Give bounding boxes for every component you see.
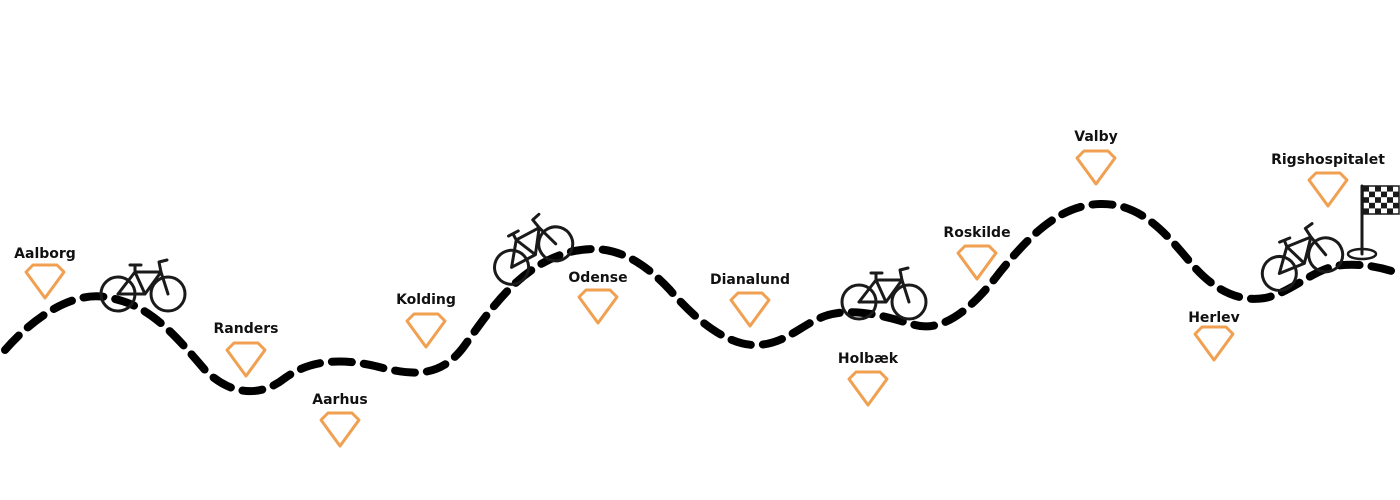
location-marker-icon — [1193, 325, 1235, 362]
stop-label-aarhus: Aarhus — [312, 392, 367, 408]
stop-label-dianalund: Dianalund — [710, 272, 790, 288]
location-marker-icon — [847, 370, 889, 407]
route-path — [1, 199, 1400, 396]
stop-label-valby: Valby — [1074, 129, 1117, 145]
bicycle-icon — [99, 258, 187, 313]
stop-label-roskilde: Roskilde — [943, 225, 1010, 241]
stop-label-kolding: Kolding — [396, 292, 456, 308]
bicycle-icon — [479, 204, 581, 292]
stop-label-randers: Randers — [214, 321, 279, 337]
location-marker-icon — [956, 244, 998, 281]
location-marker-icon — [1307, 171, 1349, 208]
location-marker-icon — [577, 288, 619, 325]
stop-labels: Aalborg Randers Aarhus Kolding Odense Di… — [14, 129, 1385, 408]
location-marker-icon — [225, 341, 267, 378]
location-marker-icon — [319, 411, 361, 448]
location-marker-icon — [405, 312, 447, 349]
stop-label-herlev: Herlev — [1188, 310, 1240, 326]
stop-label-aalborg: Aalborg — [14, 246, 76, 262]
location-marker-icon — [729, 291, 771, 328]
stop-label-holbaek: Holbæk — [838, 351, 899, 367]
stop-label-odense: Odense — [568, 270, 627, 286]
location-marker-icon — [1075, 149, 1117, 186]
bicycles — [99, 204, 1350, 321]
stop-markers — [24, 149, 1349, 448]
stop-label-rigshospitalet: Rigshospitalet — [1271, 152, 1385, 168]
checkered-flag-icon — [1346, 184, 1400, 261]
location-marker-icon — [24, 263, 66, 300]
